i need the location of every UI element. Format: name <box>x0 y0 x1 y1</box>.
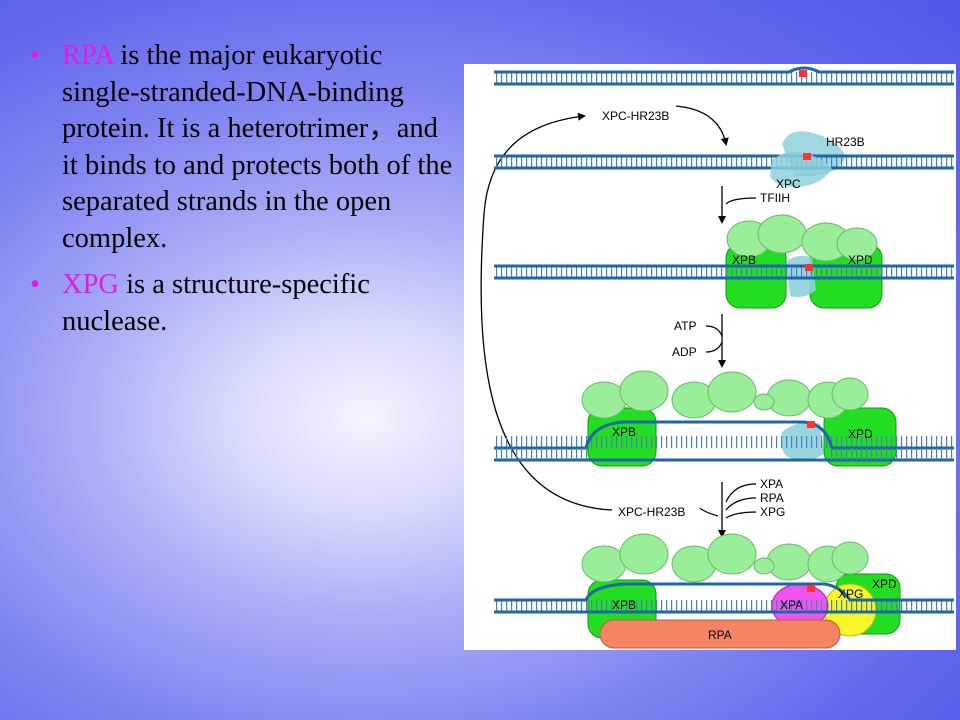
lesion-marker <box>803 153 811 160</box>
label-xpg-3: XPG <box>838 587 863 601</box>
keyword-xpg: XPG <box>62 269 120 300</box>
step-xpc-binding: XPC-HR23B <box>602 105 729 146</box>
label-atp: ATP <box>674 319 696 333</box>
keyword-rpa: RPA <box>62 40 114 71</box>
bullet-rpa: • RPA is the major eukaryotic single-str… <box>30 38 455 257</box>
label-adp: ADP <box>672 345 697 359</box>
slide-text: • RPA is the major eukaryotic single-str… <box>30 38 455 350</box>
lesion-marker <box>799 70 807 77</box>
dna-row-5: XPB XPA XPG XPD RPA <box>494 533 954 649</box>
bullet-rpa-text: is the major eukaryotic single-stranded-… <box>62 40 453 254</box>
dna-row-4: XPB XPD <box>494 370 954 467</box>
dna-row-1 <box>494 66 954 86</box>
bullet-dot: • <box>30 269 40 300</box>
label-xpc-hr23b-top: XPC-HR23B <box>602 109 669 123</box>
ner-diagram-svg: XPC-HR23B HR23B XPC TFIIH XPB XPD <box>480 66 954 649</box>
label-hr23b: HR23B <box>826 135 865 149</box>
lesion-marker <box>805 264 813 271</box>
label-xpc: XPC <box>776 177 801 191</box>
lesion-marker <box>807 421 815 428</box>
bullet-xpg-text: is a structure-specific nuclease. <box>62 269 370 337</box>
label-xpd-2: XPD <box>848 427 873 441</box>
bullet-dot: • <box>30 40 40 71</box>
label-xpb-1: XPB <box>732 253 756 267</box>
dna-row-2: HR23B XPC <box>494 131 954 191</box>
label-xpb-3: XPB <box>612 598 636 612</box>
lesion-marker <box>807 585 815 592</box>
step-preincision: XPA RPA XPG XPC-HR23B <box>618 477 785 538</box>
step-tfiih-recruit: TFIIH <box>718 186 790 224</box>
bullet-xpg: • XPG is a structure-specific nuclease. <box>30 267 455 340</box>
label-xpd-3: XPD <box>872 577 897 591</box>
label-tfiih: TFIIH <box>760 191 790 205</box>
step-atp-hydrolysis: ATP ADP <box>672 314 726 368</box>
nucleotide-excision-repair-diagram: XPC-HR23B HR23B XPC TFIIH XPB XPD <box>464 64 956 650</box>
label-xpc-hr23b-out: XPC-HR23B <box>618 505 685 519</box>
dna-row-3: XPB XPD <box>494 214 954 309</box>
label-xpa-3: XPA <box>780 598 803 612</box>
label-xpd-1: XPD <box>848 253 873 267</box>
recycle-arrow <box>480 112 613 511</box>
label-xpb-2: XPB <box>612 425 636 439</box>
label-rpa-in: RPA <box>760 491 784 505</box>
label-xpa-in: XPA <box>760 477 783 491</box>
label-xpg-in: XPG <box>760 505 785 519</box>
label-rpa-3: RPA <box>708 628 732 642</box>
